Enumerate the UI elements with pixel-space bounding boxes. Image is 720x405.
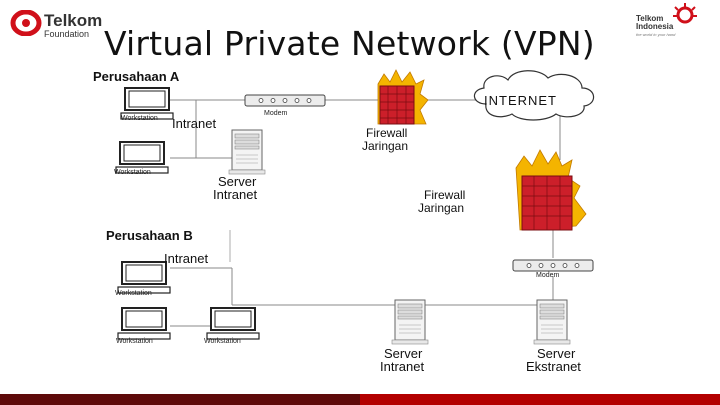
workstation-icon xyxy=(206,307,260,340)
modem-b-label: Modem xyxy=(536,272,560,279)
intranet-b-label: Intranet xyxy=(164,251,209,266)
telkom-foundation-logo-icon xyxy=(10,10,42,36)
workstation-label: Workstation xyxy=(204,338,241,345)
server-b-label-line2: Intranet xyxy=(380,359,425,374)
server-b-label-line1: Server xyxy=(384,346,423,361)
logo-right-line1: Telkom xyxy=(636,14,664,23)
modem-icon xyxy=(244,94,326,107)
logo-left-sub: Foundation xyxy=(44,29,90,39)
internet-label: INTERNET xyxy=(484,93,557,108)
workstation-label: Workstation xyxy=(114,169,151,176)
cloud-icon xyxy=(473,70,595,121)
workstation-icon xyxy=(117,307,171,340)
slide-title: Virtual Private Network (VPN) xyxy=(104,24,595,63)
workstation-icon xyxy=(117,261,171,294)
workstation-label: Workstation xyxy=(121,115,158,122)
company-b-label: Perusahaan B xyxy=(106,228,193,243)
firewall-icon xyxy=(377,69,429,125)
firewall-a-label-line2: Jaringan xyxy=(362,139,409,153)
modem-icon xyxy=(512,259,594,272)
firewall-b-label-line1: Firewall xyxy=(424,188,466,202)
server-a-label-line2: Intranet xyxy=(213,187,258,202)
workstation-label: Workstation xyxy=(115,290,152,297)
logo-right-tagline: the world in your hand xyxy=(636,32,676,37)
server-ext-label-line2: Ekstranet xyxy=(526,359,581,374)
logo-right-line2: Indonesia xyxy=(636,22,674,31)
firewall-icon xyxy=(515,149,587,231)
logo-left-name: Telkom xyxy=(44,11,103,30)
firewall-b-label-line2: Jaringan xyxy=(418,201,465,215)
firewall-a-label-line1: Firewall xyxy=(366,126,408,140)
server-icon xyxy=(533,299,571,345)
intranet-a-label: Intranet xyxy=(172,116,217,131)
modem-a-label: Modem xyxy=(264,110,288,117)
telkom-indonesia-logo-icon xyxy=(673,3,697,24)
server-icon xyxy=(391,299,429,345)
workstation-label: Workstation xyxy=(116,338,153,345)
telkom-foundation-logo: Telkom Foundation xyxy=(44,12,102,39)
server-a-label-line1: Server xyxy=(218,174,257,189)
footer-bar xyxy=(0,394,720,405)
server-ext-label-line1: Server xyxy=(537,346,576,361)
telkom-indonesia-logo: Telkom Indonesia the world in your hand xyxy=(636,15,675,37)
server-icon xyxy=(228,129,266,175)
company-a-label: Perusahaan A xyxy=(93,69,180,84)
